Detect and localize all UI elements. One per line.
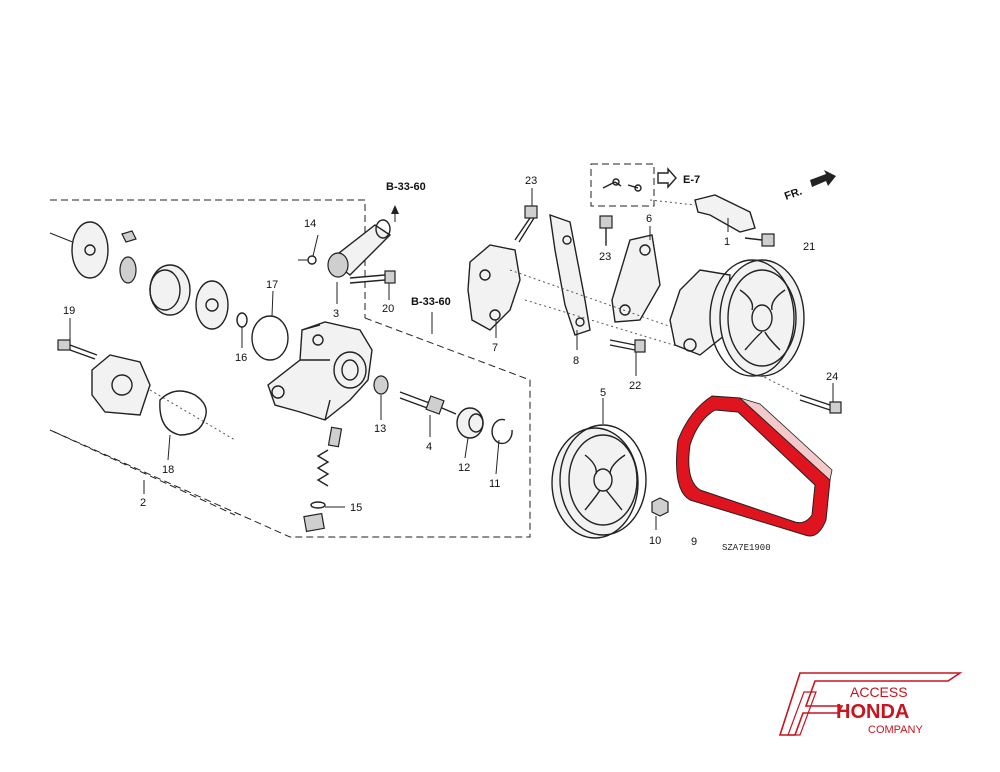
flow-control-valve-15 xyxy=(303,426,343,533)
reference-b-33-60-pump: B-33-60 xyxy=(411,296,451,308)
o-ring-14 xyxy=(307,255,317,265)
callout-21: 21 xyxy=(803,241,815,253)
callout-1: 1 xyxy=(724,236,730,248)
bracket-7 xyxy=(467,244,521,331)
reference-e-7: E-7 xyxy=(683,174,700,186)
callout-17: 17 xyxy=(266,279,278,291)
callout-13: 13 xyxy=(374,423,386,435)
logo-access: ACCESS xyxy=(850,684,908,700)
o-ring-16 xyxy=(236,312,248,328)
callout-7: 7 xyxy=(492,342,498,354)
callout-18: 18 xyxy=(162,464,174,476)
callout-5: 5 xyxy=(600,387,606,399)
circlip-11 xyxy=(491,418,513,445)
bolt-1-side xyxy=(744,233,775,247)
pulley-flange-part xyxy=(71,221,109,279)
reference-b-33-60-hose: B-33-60 xyxy=(386,181,426,193)
rear-cover-part xyxy=(91,354,151,416)
callout-3: 3 xyxy=(333,308,339,320)
inlet-joint-3 xyxy=(298,219,392,278)
callout-8: 8 xyxy=(573,355,579,367)
access-honda-logo: ACCESS HONDA COMPANY xyxy=(778,672,963,736)
cam-ring-part xyxy=(149,264,191,316)
e7-arrow-icon xyxy=(657,167,677,189)
callout-6: 6 xyxy=(646,213,652,225)
subassembly-outline-pump xyxy=(49,317,531,538)
callout-2: 2 xyxy=(140,497,146,509)
stay-6 xyxy=(611,234,661,323)
callout-24: 24 xyxy=(826,371,838,383)
callout-16: 16 xyxy=(235,352,247,364)
nut-10 xyxy=(651,497,669,517)
drive-belt-9 xyxy=(676,395,833,537)
bolt-22 xyxy=(609,339,646,353)
pump-body xyxy=(267,321,373,421)
callout-4: 4 xyxy=(426,441,432,453)
callout-14: 14 xyxy=(304,218,316,230)
inset-bolt-detail xyxy=(602,181,639,189)
bearing-12 xyxy=(456,407,484,439)
callout-leaders xyxy=(69,188,834,530)
pulley-5 xyxy=(551,424,647,539)
bolt-20 xyxy=(349,270,396,284)
callout-19: 19 xyxy=(63,305,75,317)
front-direction-arrow xyxy=(810,170,836,187)
side-plate-part xyxy=(195,280,229,330)
pump-rotor-group xyxy=(49,221,229,330)
bracket-1 xyxy=(649,194,756,233)
callout-20: 20 xyxy=(382,303,394,315)
shaft-4 xyxy=(399,391,457,415)
diagram-code: SZA7E1900 xyxy=(722,543,771,553)
key-part xyxy=(121,230,137,243)
logo-honda: HONDA xyxy=(836,701,909,723)
callout-15: 15 xyxy=(350,502,362,514)
subassembly-outline-2 xyxy=(50,199,366,318)
front-label: FR. xyxy=(783,185,804,202)
rotor-part xyxy=(119,256,137,284)
outline-lower-edge xyxy=(49,429,236,516)
bolt-23-upper-left xyxy=(514,205,538,243)
callout-12: 12 xyxy=(458,462,470,474)
logo-company: COMPANY xyxy=(868,724,923,736)
oil-seal-13 xyxy=(373,375,389,395)
stay-8 xyxy=(549,213,591,336)
callout-9: 9 xyxy=(691,536,697,548)
callout-22: 22 xyxy=(629,380,641,392)
callout-23-right: 23 xyxy=(599,251,611,263)
pump-assembly-21 xyxy=(669,259,805,377)
callout-11: 11 xyxy=(489,478,500,490)
inset-detail-box xyxy=(590,163,655,207)
gasket-18 xyxy=(159,390,207,436)
bolt-19 xyxy=(57,339,98,360)
callout-10: 10 xyxy=(649,535,661,547)
o-ring-17 xyxy=(251,315,289,361)
bolt-24 xyxy=(759,374,842,414)
callout-23-left: 23 xyxy=(525,175,537,187)
